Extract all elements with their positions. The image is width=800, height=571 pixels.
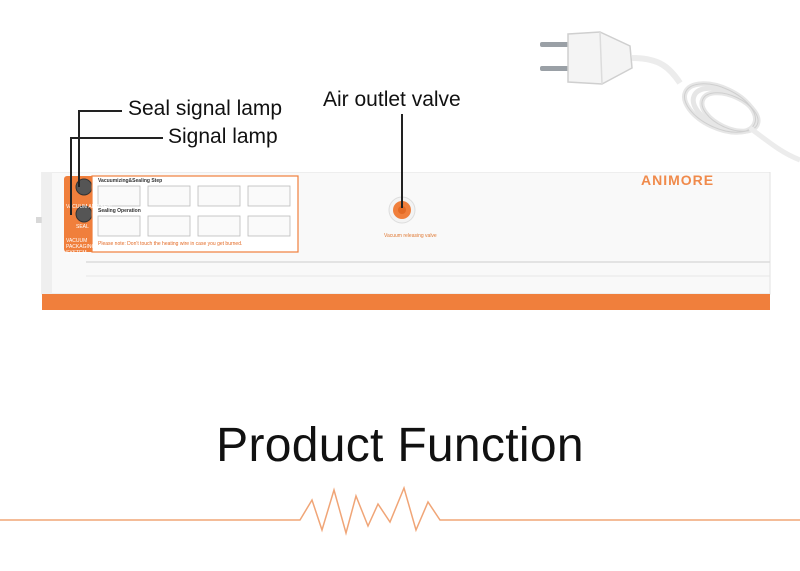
seal-signal-lamp-label: Seal signal lamp <box>128 97 283 120</box>
signal-lamp-label: Signal lamp <box>168 125 278 148</box>
vacuum-sealer-device <box>36 172 771 310</box>
control-footer: VACUUM PACKAGING SYSTEM <box>66 238 96 256</box>
signal-lamp-leader-h <box>70 137 163 139</box>
brand-logo: ANIMORE <box>641 172 715 188</box>
air-outlet-valve-label: Air outlet valve <box>323 88 461 111</box>
page-title: Product Function <box>216 419 584 472</box>
panel-warning: Please note: Don't touch the heating wir… <box>98 241 243 247</box>
signal-lamp-leader-v <box>70 137 72 215</box>
panel-heading-2: Sealing Operation <box>98 208 141 214</box>
power-plug-illustration <box>540 31 800 163</box>
seal-signal-lamp-leader-h <box>78 110 122 112</box>
control-label-top: VACUUM AND SEAL <box>66 204 114 210</box>
control-label-bottom: SEAL <box>76 224 89 230</box>
panel-heading-1: Vacuumizing&Sealing Step <box>98 178 163 184</box>
zigzag-divider <box>0 485 800 536</box>
valve-caption: Vacuum releasing valve <box>384 233 437 239</box>
air-outlet-valve-leader <box>401 114 403 208</box>
seal-signal-lamp-leader-v <box>78 110 80 187</box>
